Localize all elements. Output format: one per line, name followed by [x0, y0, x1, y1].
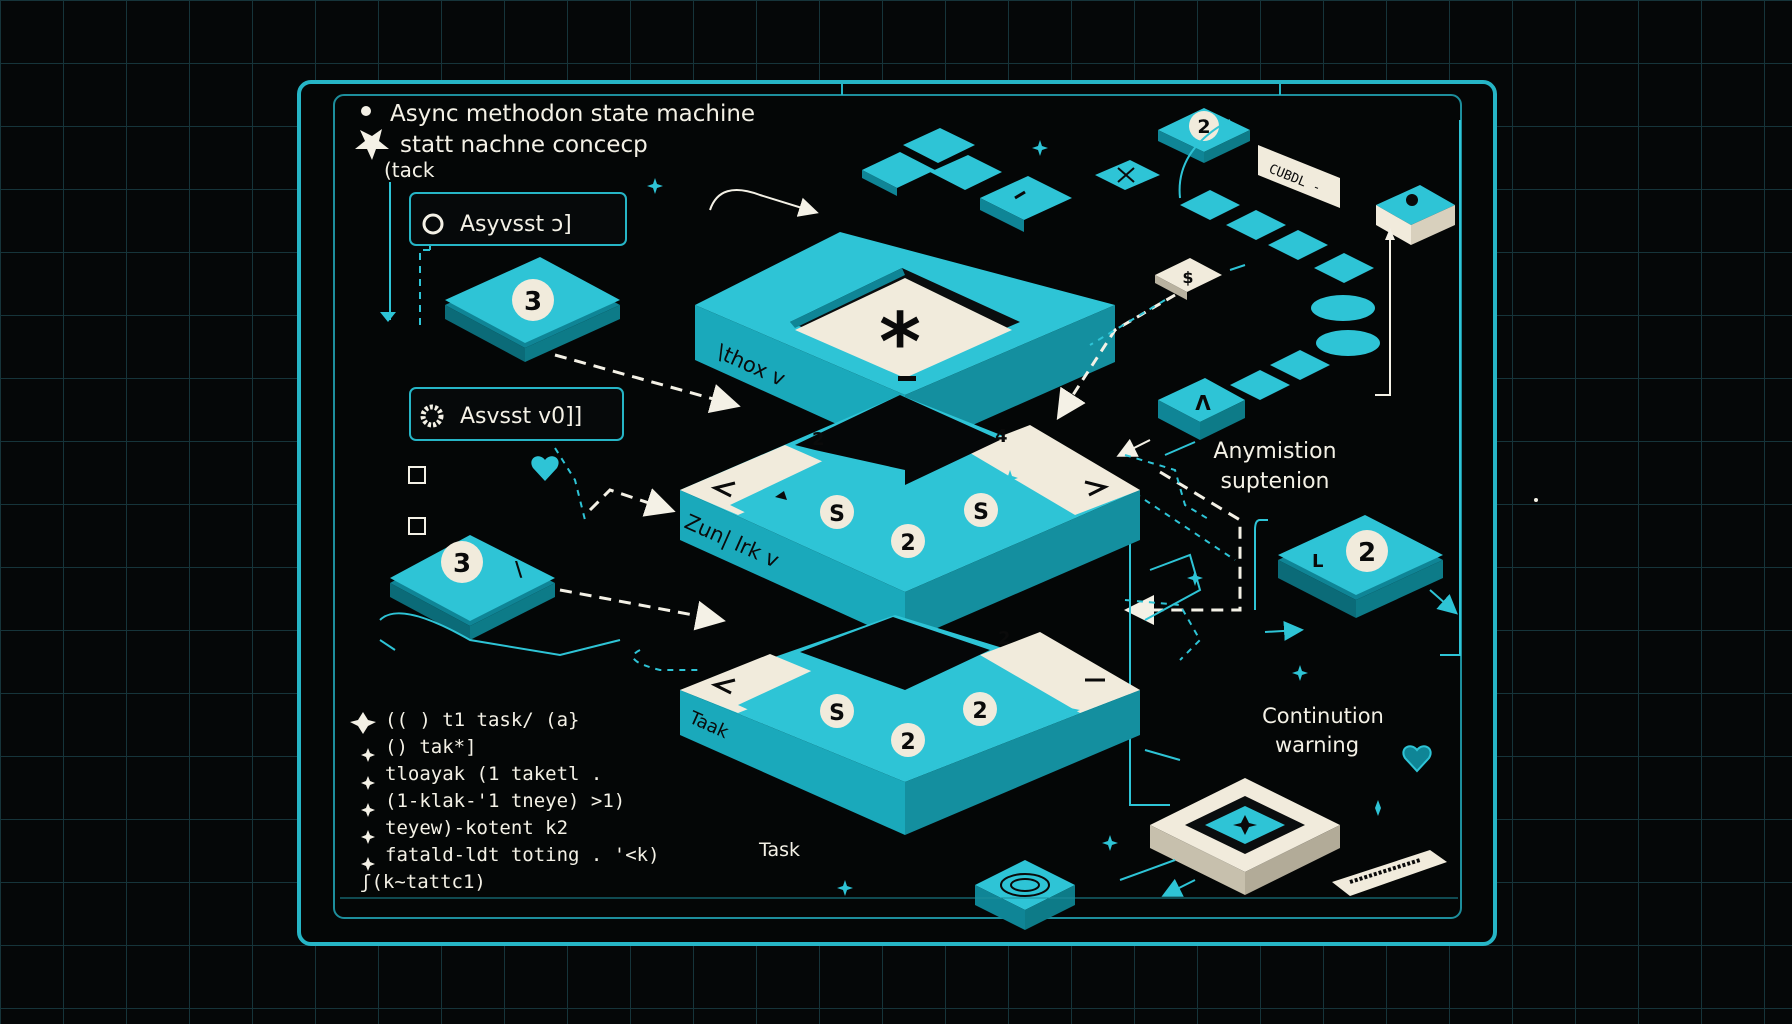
left-state-box-1: [409, 192, 627, 246]
code-line-6: fatald-ldt toting . '<k): [385, 844, 660, 866]
right-upper-small-tile: [1376, 185, 1455, 245]
cursor-star-icon: [355, 129, 389, 160]
continuation-tile: [1150, 778, 1340, 895]
suspension-label-line-1: Anymistion: [1213, 439, 1336, 464]
code-line-7: ʃ(k~tattc1): [360, 871, 486, 893]
code-block: (( ) t1 task/ (a} () tak*] tloayak (1 ta…: [350, 709, 660, 893]
left-tile-top: 3: [445, 257, 620, 362]
header-line-1: Async methodon state machine: [390, 101, 755, 127]
dollar-tile-glyph: $: [1182, 268, 1193, 287]
small-square-icon-2: [408, 517, 426, 535]
gear-icon: [420, 404, 444, 428]
lambda-tile-glyph: Λ: [1195, 391, 1211, 415]
left-state-box-2: [409, 387, 624, 441]
left-tile-bottom-number: 3: [453, 549, 471, 579]
continuation-label-line-1: Continution: [1262, 704, 1384, 728]
suspension-tile: 2 L: [1278, 515, 1443, 618]
mid-layer-value-1: S: [829, 502, 845, 527]
keyboard-strip: [1332, 850, 1447, 896]
code-line-1: (( ) t1 task/ (a}: [385, 709, 579, 731]
bottom-state-layer: S 2 2 2 Taak: [680, 615, 1140, 835]
left-tile-bottom-glyph: \: [515, 557, 523, 581]
sparkles: [647, 140, 1381, 896]
bottom-layer-tab: 2: [998, 628, 1011, 649]
continuation-label-line-2: warning: [1275, 733, 1359, 757]
left-box-2-label: Asvsst v0]]: [460, 404, 582, 429]
heart-icon: [531, 456, 559, 481]
top-layer-symbol: *: [879, 296, 921, 389]
suspension-tile-glyph: L: [1312, 551, 1323, 572]
header-line-3: (tack: [384, 158, 435, 182]
left-tile-bottom: 3 \: [390, 535, 555, 640]
code-line-3: tloayak (1 taketl .: [385, 763, 602, 785]
chain-tiles: [1178, 119, 1380, 400]
small-square-icon-1: [408, 466, 426, 484]
lambda-tile: Λ: [1158, 378, 1245, 440]
header-line-2: statt nachne concecp: [400, 132, 648, 158]
mid-layer-value-2: 2: [900, 531, 915, 556]
suspension-tile-number: 2: [1358, 538, 1376, 568]
code-line-2: () tak*]: [385, 736, 477, 758]
ring-icon: [422, 213, 444, 235]
code-line-4: (1-klak-'1 tneye) >1): [385, 790, 625, 812]
mid-layer-value-3: S: [973, 500, 989, 525]
top-small-tiles: [862, 128, 1160, 232]
bottom-layer-value-2: 2: [900, 730, 915, 755]
code-line-5: teyew)-kotent k2: [385, 817, 568, 839]
right-top-tile-number: 2: [1197, 116, 1210, 138]
bottom-layer-value-3: 2: [972, 699, 987, 724]
mid-layer-tab-2: 4: [995, 426, 1008, 447]
heart-outline-icon: [1402, 745, 1432, 773]
bottom-layer-value-1: S: [829, 701, 845, 726]
left-tile-top-number: 3: [524, 287, 542, 317]
mid-layer-tab-1: 2: [812, 429, 825, 450]
suspension-label-line-2: suptenion: [1221, 469, 1330, 494]
bullet-icon: [361, 106, 371, 116]
right-top-tile: 2: [1158, 108, 1250, 163]
task-label: Task: [758, 839, 800, 861]
left-box-1-label: Asyvsst ɔ]: [460, 212, 572, 237]
dollar-tile: $: [1155, 258, 1222, 300]
